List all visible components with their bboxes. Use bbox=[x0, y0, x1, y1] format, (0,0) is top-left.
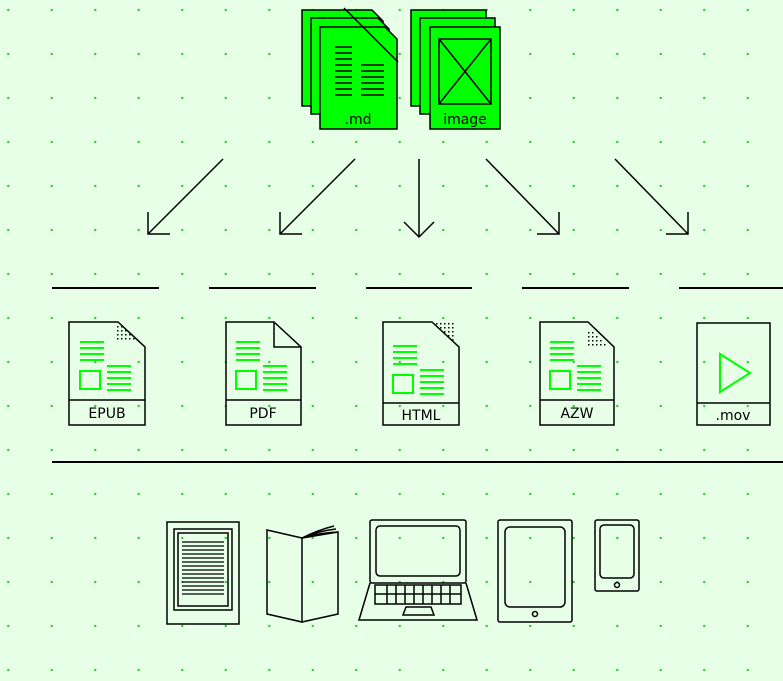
output-label-html: HTML bbox=[402, 408, 441, 424]
image-stack-icon: image bbox=[410, 9, 501, 130]
flow-arrows bbox=[147, 158, 689, 239]
arrow-to-pdf bbox=[279, 158, 356, 235]
ereader-icon bbox=[166, 521, 240, 625]
mov-file-icon: .mov bbox=[696, 322, 771, 426]
source-label-image: image bbox=[443, 112, 487, 128]
arrow-to-mov bbox=[614, 158, 689, 235]
arrow-to-epub bbox=[147, 158, 224, 235]
output-label-epub: EPUB bbox=[88, 406, 125, 422]
html-file-icon: HTML bbox=[382, 321, 460, 426]
output-label-azw: AZW bbox=[560, 406, 593, 422]
output-label-mov: .mov bbox=[716, 408, 751, 424]
markdown-stack-icon: .md bbox=[301, 7, 399, 130]
tablet-icon bbox=[497, 519, 573, 623]
pdf-file-icon: PDF bbox=[225, 321, 302, 426]
azw-file-icon: AZW bbox=[539, 321, 615, 426]
arrow-to-html bbox=[403, 159, 435, 239]
output-label-pdf: PDF bbox=[249, 406, 276, 422]
phone-icon bbox=[594, 519, 640, 592]
laptop-icon bbox=[357, 519, 479, 621]
source-label-md: .md bbox=[345, 112, 372, 128]
epub-file-icon: EPUB bbox=[68, 321, 146, 426]
printed-book-icon bbox=[266, 525, 339, 623]
arrow-to-azw bbox=[485, 158, 560, 235]
